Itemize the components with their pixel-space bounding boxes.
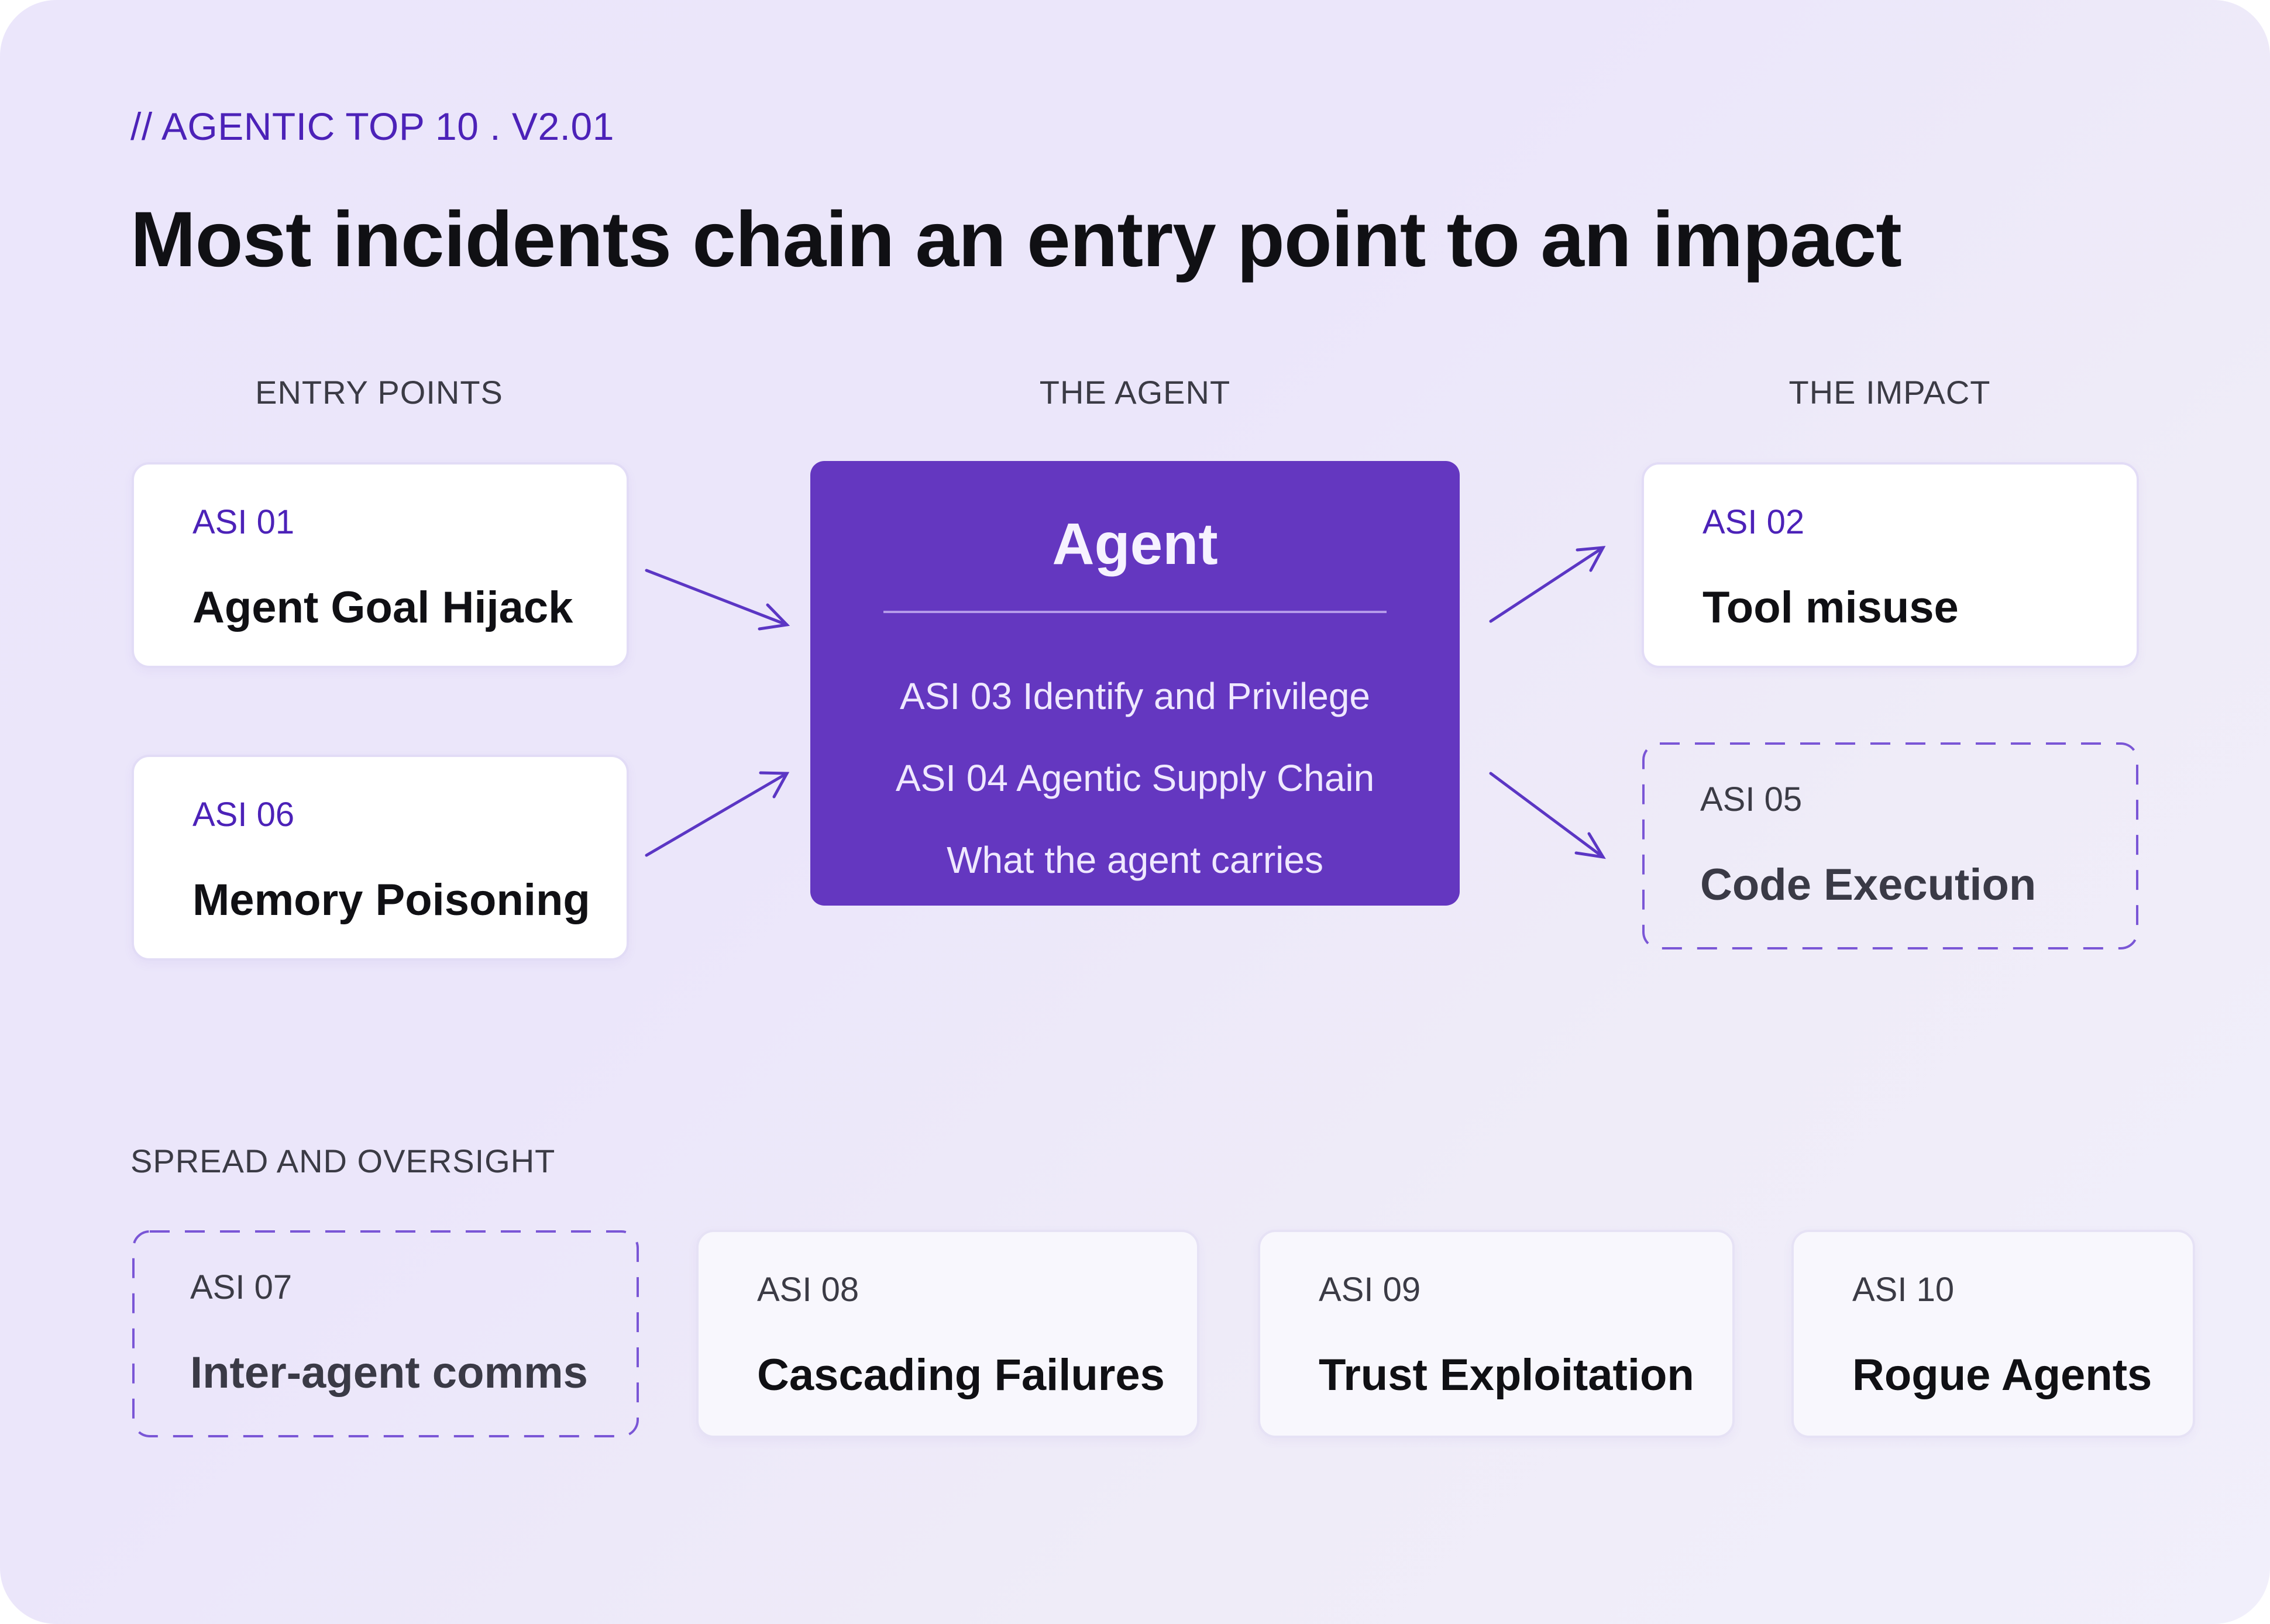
entry-card-asi-06: ASI 06 Memory Poisoning [132, 755, 629, 961]
card-title: Code Execution [1700, 860, 2037, 910]
card-title: Rogue Agents [1852, 1350, 2152, 1400]
agent-title: Agent [1052, 511, 1218, 577]
impact-card-asi-05: ASI 05 Code Execution [1642, 742, 2139, 950]
agent-line-asi-04: ASI 04 Agentic Supply Chain [895, 757, 1375, 799]
card-title: Memory Poisoning [192, 875, 590, 925]
spread-card-asi-10: ASI 10 Rogue Agents [1791, 1230, 2195, 1438]
card-title: Cascading Failures [757, 1350, 1165, 1400]
card-code: ASI 05 [1700, 780, 1803, 818]
column-label-entry-points: ENTRY POINTS [255, 374, 503, 411]
arrow-agent-to-asi-02 [1489, 546, 1605, 623]
agent-divider [883, 611, 1387, 613]
card-code: ASI 06 [192, 796, 295, 834]
agent-line-carries: What the agent carries [947, 839, 1323, 881]
arrowhead-asi-06 [759, 771, 790, 799]
eyebrow-label: // AGENTIC TOP 10 . V2.01 [130, 105, 614, 148]
spread-card-asi-07: ASI 07 Inter-agent comms [132, 1230, 639, 1438]
section-label-spread: SPREAD AND OVERSIGHT [130, 1143, 556, 1179]
column-label-the-agent: THE AGENT [1039, 374, 1231, 411]
page-title: Most incidents chain an entry point to a… [130, 196, 1902, 283]
spread-card-asi-08: ASI 08 Cascading Failures [696, 1230, 1199, 1438]
impact-card-asi-02: ASI 02 Tool misuse [1642, 462, 2139, 668]
card-code: ASI 02 [1702, 503, 1805, 541]
arrowhead-asi-01 [758, 603, 790, 631]
spread-card-asi-09: ASI 09 Trust Exploitation [1258, 1230, 1735, 1438]
card-code: ASI 08 [757, 1271, 859, 1309]
arrow-asi-06-to-agent [645, 772, 789, 857]
card-title: Tool misuse [1702, 583, 1959, 632]
agent-box: Agent ASI 03 Identify and Privilege ASI … [810, 461, 1460, 906]
dashed-border [1642, 742, 2138, 949]
card-code: ASI 09 [1319, 1271, 1421, 1309]
card-code: ASI 01 [192, 503, 295, 541]
card-code: ASI 10 [1852, 1271, 1955, 1309]
dashed-border [132, 1230, 639, 1437]
arrow-agent-to-asi-05 [1489, 772, 1605, 859]
entry-card-asi-01: ASI 01 Agent Goal Hijack [132, 462, 629, 668]
card-title: Inter-agent comms [190, 1348, 588, 1398]
column-label-the-impact: THE IMPACT [1789, 374, 1991, 411]
card-title: Agent Goal Hijack [192, 583, 573, 632]
agent-line-asi-03: ASI 03 Identify and Privilege [899, 675, 1371, 717]
arrowhead-asi-02 [1576, 546, 1606, 572]
arrowhead-asi-05 [1574, 832, 1606, 859]
arrow-asi-01-to-agent [645, 569, 789, 627]
card-title: Trust Exploitation [1319, 1350, 1694, 1400]
card-code: ASI 07 [190, 1268, 293, 1306]
